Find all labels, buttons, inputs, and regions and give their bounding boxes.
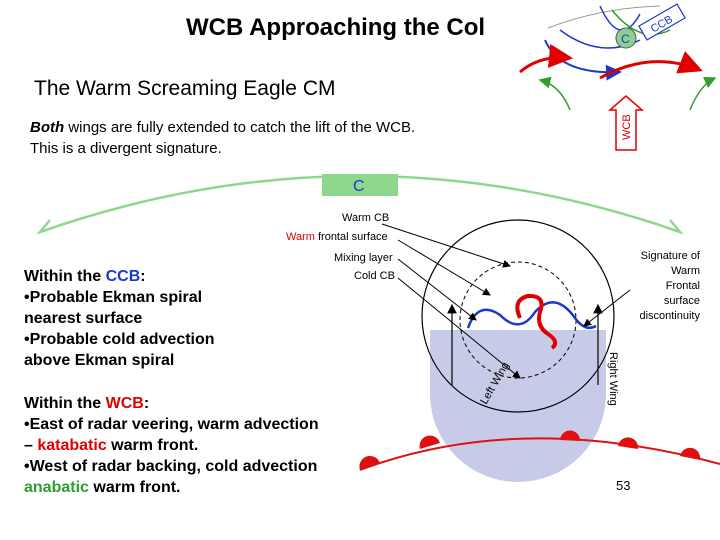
- mixing-layer-label: Mixing layer: [334, 252, 393, 264]
- ccb-keyword: CCB: [105, 268, 141, 285]
- warm-word: Warm: [286, 231, 315, 243]
- wcb-line: •West of radar backing, cold advection: [24, 458, 318, 475]
- signature-label: Signature of Warm Frontal surface discon…: [622, 249, 700, 324]
- page-title: WCB Approaching the Col: [186, 14, 486, 41]
- cold-cb-label: Cold CB: [354, 270, 395, 282]
- inset-wcb-label: WCB: [621, 114, 633, 140]
- col-c-box: [322, 174, 398, 196]
- ccb-line: •Probable Ekman spiral: [24, 289, 203, 306]
- ccb-text-block: Within the CCB: •Probable Ekman spiral n…: [24, 266, 274, 371]
- inset-col-circle: [615, 27, 637, 49]
- description: Both wings are fully extended to catch t…: [30, 117, 510, 159]
- mixing-layer-leader: [397, 258, 477, 321]
- cold-cb-leader: [397, 277, 521, 379]
- page-number: 53: [616, 478, 631, 493]
- wcb-prefix: Within the: [24, 395, 106, 412]
- wcb-line: – katabatic warm front.: [24, 435, 364, 456]
- wcb-line: •East of radar veering, warm advection: [24, 416, 319, 433]
- signature-line: surface: [663, 295, 700, 307]
- anabatic-keyword: anabatic: [24, 479, 89, 496]
- inset-ccb-arrow: CCB: [638, 3, 686, 41]
- description-line-2: This is a divergent signature.: [30, 140, 222, 157]
- wind-profile-red: [515, 293, 558, 350]
- wcb-heading: Within the WCB:: [24, 393, 364, 414]
- wcb-line3-rest: warm front.: [106, 437, 199, 454]
- signature-leader: [583, 289, 631, 327]
- wcb-line5-rest: warm front.: [88, 479, 181, 496]
- outer-ring: [421, 219, 615, 413]
- warm-frontal-leader: [397, 239, 491, 296]
- surface-warm-front: [359, 430, 720, 471]
- ccb-suffix: :: [140, 268, 146, 285]
- warm-frontal-surface-label: Warm frontal surface: [286, 231, 388, 243]
- katabatic-keyword: katabatic: [37, 437, 107, 454]
- signature-line: Signature of: [640, 250, 700, 262]
- description-line-1-rest: wings are fully extended to catch the li…: [64, 119, 416, 136]
- frontal-surface-word: frontal surface: [314, 231, 388, 243]
- warm-cb-leader: [381, 223, 511, 268]
- page-subtitle: The Warm Screaming Eagle CM: [34, 77, 336, 100]
- col-c-label: C: [353, 178, 365, 195]
- wcb-text-block: Within the WCB: •East of radar veering, …: [24, 393, 364, 498]
- wcb-keyword: WCB: [105, 395, 144, 412]
- inset-c-label: C: [621, 32, 630, 46]
- radar-diagram: Left Wing Right Wing: [421, 219, 619, 482]
- ccb-line: above Ekman spiral: [24, 352, 175, 369]
- ccb-line: •Probable cold advection: [24, 331, 215, 348]
- wind-profile-blue: [466, 301, 597, 329]
- warm-cb-label: Warm CB: [342, 212, 390, 224]
- wcb-suffix: :: [143, 395, 150, 412]
- inset-wcb-arrow: WCB: [608, 95, 644, 151]
- ccb-line: nearest surface: [24, 310, 143, 327]
- signature-line: Warm: [671, 265, 700, 277]
- inset-diagram: C CCB WCB: [519, 3, 717, 151]
- description-line-1: Both wings are fully extended to catch t…: [30, 117, 510, 138]
- ccb-heading: Within the CCB:: [24, 266, 274, 287]
- signature-line: discontinuity: [639, 310, 700, 322]
- ccb-prefix: Within the: [24, 268, 106, 285]
- wcb-dash: –: [24, 437, 38, 454]
- description-lead: Both: [30, 119, 65, 136]
- wcb-line: anabatic warm front.: [24, 477, 364, 498]
- signature-line: Frontal: [665, 280, 700, 292]
- right-wing-label: Right Wing: [607, 352, 619, 406]
